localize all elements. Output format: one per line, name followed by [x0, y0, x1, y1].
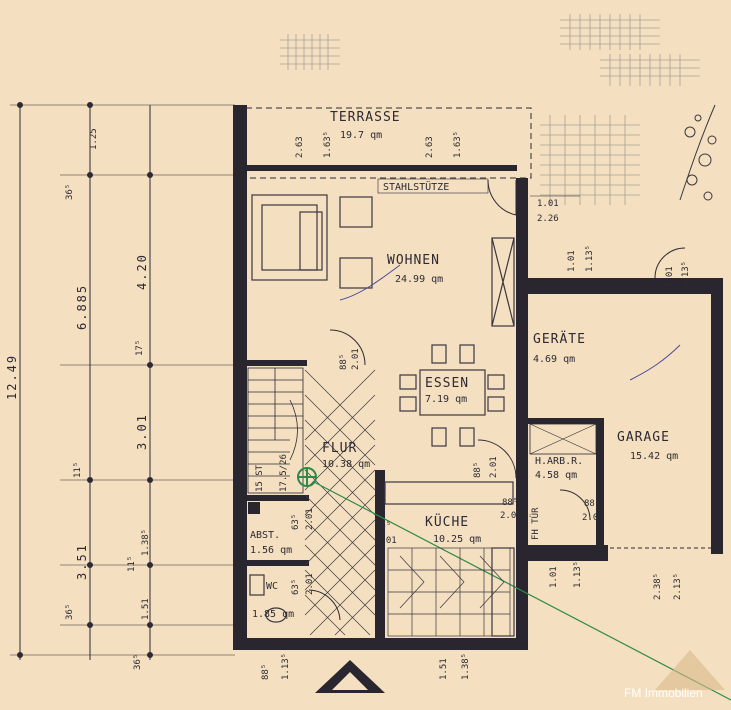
watermark-text: FM Immobilien — [624, 686, 703, 700]
view-direction-line — [313, 481, 731, 701]
dim-301: 3.01 — [135, 413, 149, 450]
dim-door201-f: 2.01 — [305, 508, 315, 530]
hall-tiles — [304, 369, 376, 636]
label-fh-tuer: FH TÜR — [530, 507, 541, 540]
dim-r1135: 1.13⁵ — [573, 561, 583, 588]
room-name-garage: GARAGE — [617, 430, 670, 445]
dim-door201-b: 2.01 — [375, 536, 397, 546]
room-area-flur: 10.38 qm — [322, 459, 370, 470]
room-area-abst: 1.56 qm — [250, 545, 292, 556]
harb-cabinet — [529, 423, 597, 455]
room-name-kueche: KÜCHE — [425, 513, 469, 530]
dim-g1135: 1.13⁵ — [585, 245, 595, 272]
dim-420: 4.20 — [135, 253, 149, 290]
dim-door885-b: 88⁵ — [375, 521, 391, 531]
dim-door885-e: 88⁵ — [584, 499, 600, 509]
dim-w226: 2.26 — [537, 214, 559, 224]
dim-125: 1.25 — [89, 128, 99, 150]
stair-label: 15 ST — [255, 464, 265, 492]
wc-door-swing — [308, 589, 341, 621]
abst-column — [248, 502, 260, 514]
pen-mark-wohnen — [339, 264, 401, 301]
terrace-door-swing — [487, 179, 517, 216]
dim-door201-d: 2.01 — [500, 511, 522, 521]
room-name-terrasse: TERRASSE — [330, 110, 401, 125]
dim-175: 17⁵ — [135, 340, 145, 356]
label-stahlstuetze: STAHLSTÜTZE — [383, 180, 449, 193]
dim-t263-b: 2.63 — [425, 136, 435, 158]
dim-g101b: 1.01 — [665, 266, 675, 288]
dim-door201-e: 2.01 — [582, 513, 604, 523]
dim-t1635-a: 1.63⁵ — [323, 131, 333, 158]
harb-door-swing — [559, 489, 591, 521]
dim-r101: 1.01 — [549, 566, 559, 588]
room-area-wc: 1.85 qm — [252, 609, 294, 620]
dim-365-c: 36⁵ — [133, 654, 143, 670]
room-area-geraete: 4.69 qm — [533, 354, 575, 365]
dim-door885-d: 88⁵ — [502, 498, 518, 508]
kitchen-tiles — [387, 547, 511, 637]
dim-t1635-b: 1.63⁵ — [453, 131, 463, 158]
dining-furniture — [399, 344, 505, 447]
dim-g2135: 2.13⁵ — [681, 261, 691, 288]
dim-r2385: 2.38⁵ — [653, 573, 663, 600]
walls — [233, 105, 723, 650]
garden-hatching — [280, 14, 700, 205]
wc-fixtures — [249, 574, 287, 623]
living-furniture — [251, 194, 515, 327]
dim-b885: 88⁵ — [261, 664, 271, 680]
dim-w101: 1.01 — [537, 199, 559, 209]
dim-115-a: 11⁵ — [73, 462, 83, 478]
room-name-wc: WC — [266, 581, 278, 592]
dim-door201-c: 2.01 — [489, 456, 499, 478]
watermark-logo — [655, 650, 725, 690]
dim-b1135: 1.13⁵ — [281, 653, 291, 680]
kitchen-door-swing — [477, 439, 517, 479]
dim-door635-a: 63⁵ — [291, 514, 301, 530]
dim-151: 1.51 — [141, 598, 151, 620]
dim-1385: 1.38⁵ — [141, 529, 151, 556]
stair-label-2: 17.5/26 — [279, 454, 289, 492]
room-area-wohnen: 24.99 qm — [395, 274, 443, 285]
dim-total: 12.49 — [5, 354, 19, 400]
room-name-flur: FLUR — [322, 441, 357, 456]
dim-r2135: 2.13⁵ — [673, 573, 683, 600]
room-name-abst: ABST. — [250, 530, 280, 541]
room-area-terrasse: 19.7 qm — [340, 130, 382, 141]
dim-365-b: 36⁵ — [65, 604, 75, 620]
dim-b151: 1.51 — [439, 658, 449, 680]
room-area-garage: 15.42 qm — [630, 451, 678, 462]
dim-351: 3.51 — [75, 543, 89, 580]
hall-door-swing — [329, 329, 366, 366]
left-dimension-chain — [10, 102, 235, 660]
dim-t263-a: 2.63 — [295, 136, 305, 158]
room-name-essen: ESSEN — [425, 376, 469, 391]
room-area-kueche: 10.25 qm — [433, 534, 481, 545]
room-area-essen: 7.19 qm — [425, 394, 467, 405]
staircase — [247, 367, 304, 494]
garden-plants — [679, 104, 717, 201]
room-name-harb: H.ARB.R. — [535, 456, 583, 467]
kitchen-counter — [384, 481, 515, 637]
dim-door885-c: 88⁵ — [473, 462, 483, 478]
room-name-wohnen: WOHNEN — [387, 253, 440, 268]
dim-6885: 6.885 — [75, 284, 89, 330]
dim-wc635: 63⁵ — [291, 579, 301, 595]
dim-g101: 1.01 — [567, 250, 577, 272]
pen-mark-geraete — [629, 344, 681, 381]
room-name-geraete: GERÄTE — [533, 331, 586, 347]
geraete-door-swing — [654, 247, 686, 279]
dim-115-b: 11⁵ — [127, 556, 137, 572]
dim-365-a: 36⁵ — [65, 184, 75, 200]
dim-wc201: 2.01 — [305, 573, 315, 595]
room-area-harb: 4.58 qm — [535, 470, 577, 481]
dim-door885-a: 88⁵ — [339, 354, 349, 370]
dim-b1385: 1.38⁵ — [461, 653, 471, 680]
dim-door201-a: 2.01 — [351, 348, 361, 370]
